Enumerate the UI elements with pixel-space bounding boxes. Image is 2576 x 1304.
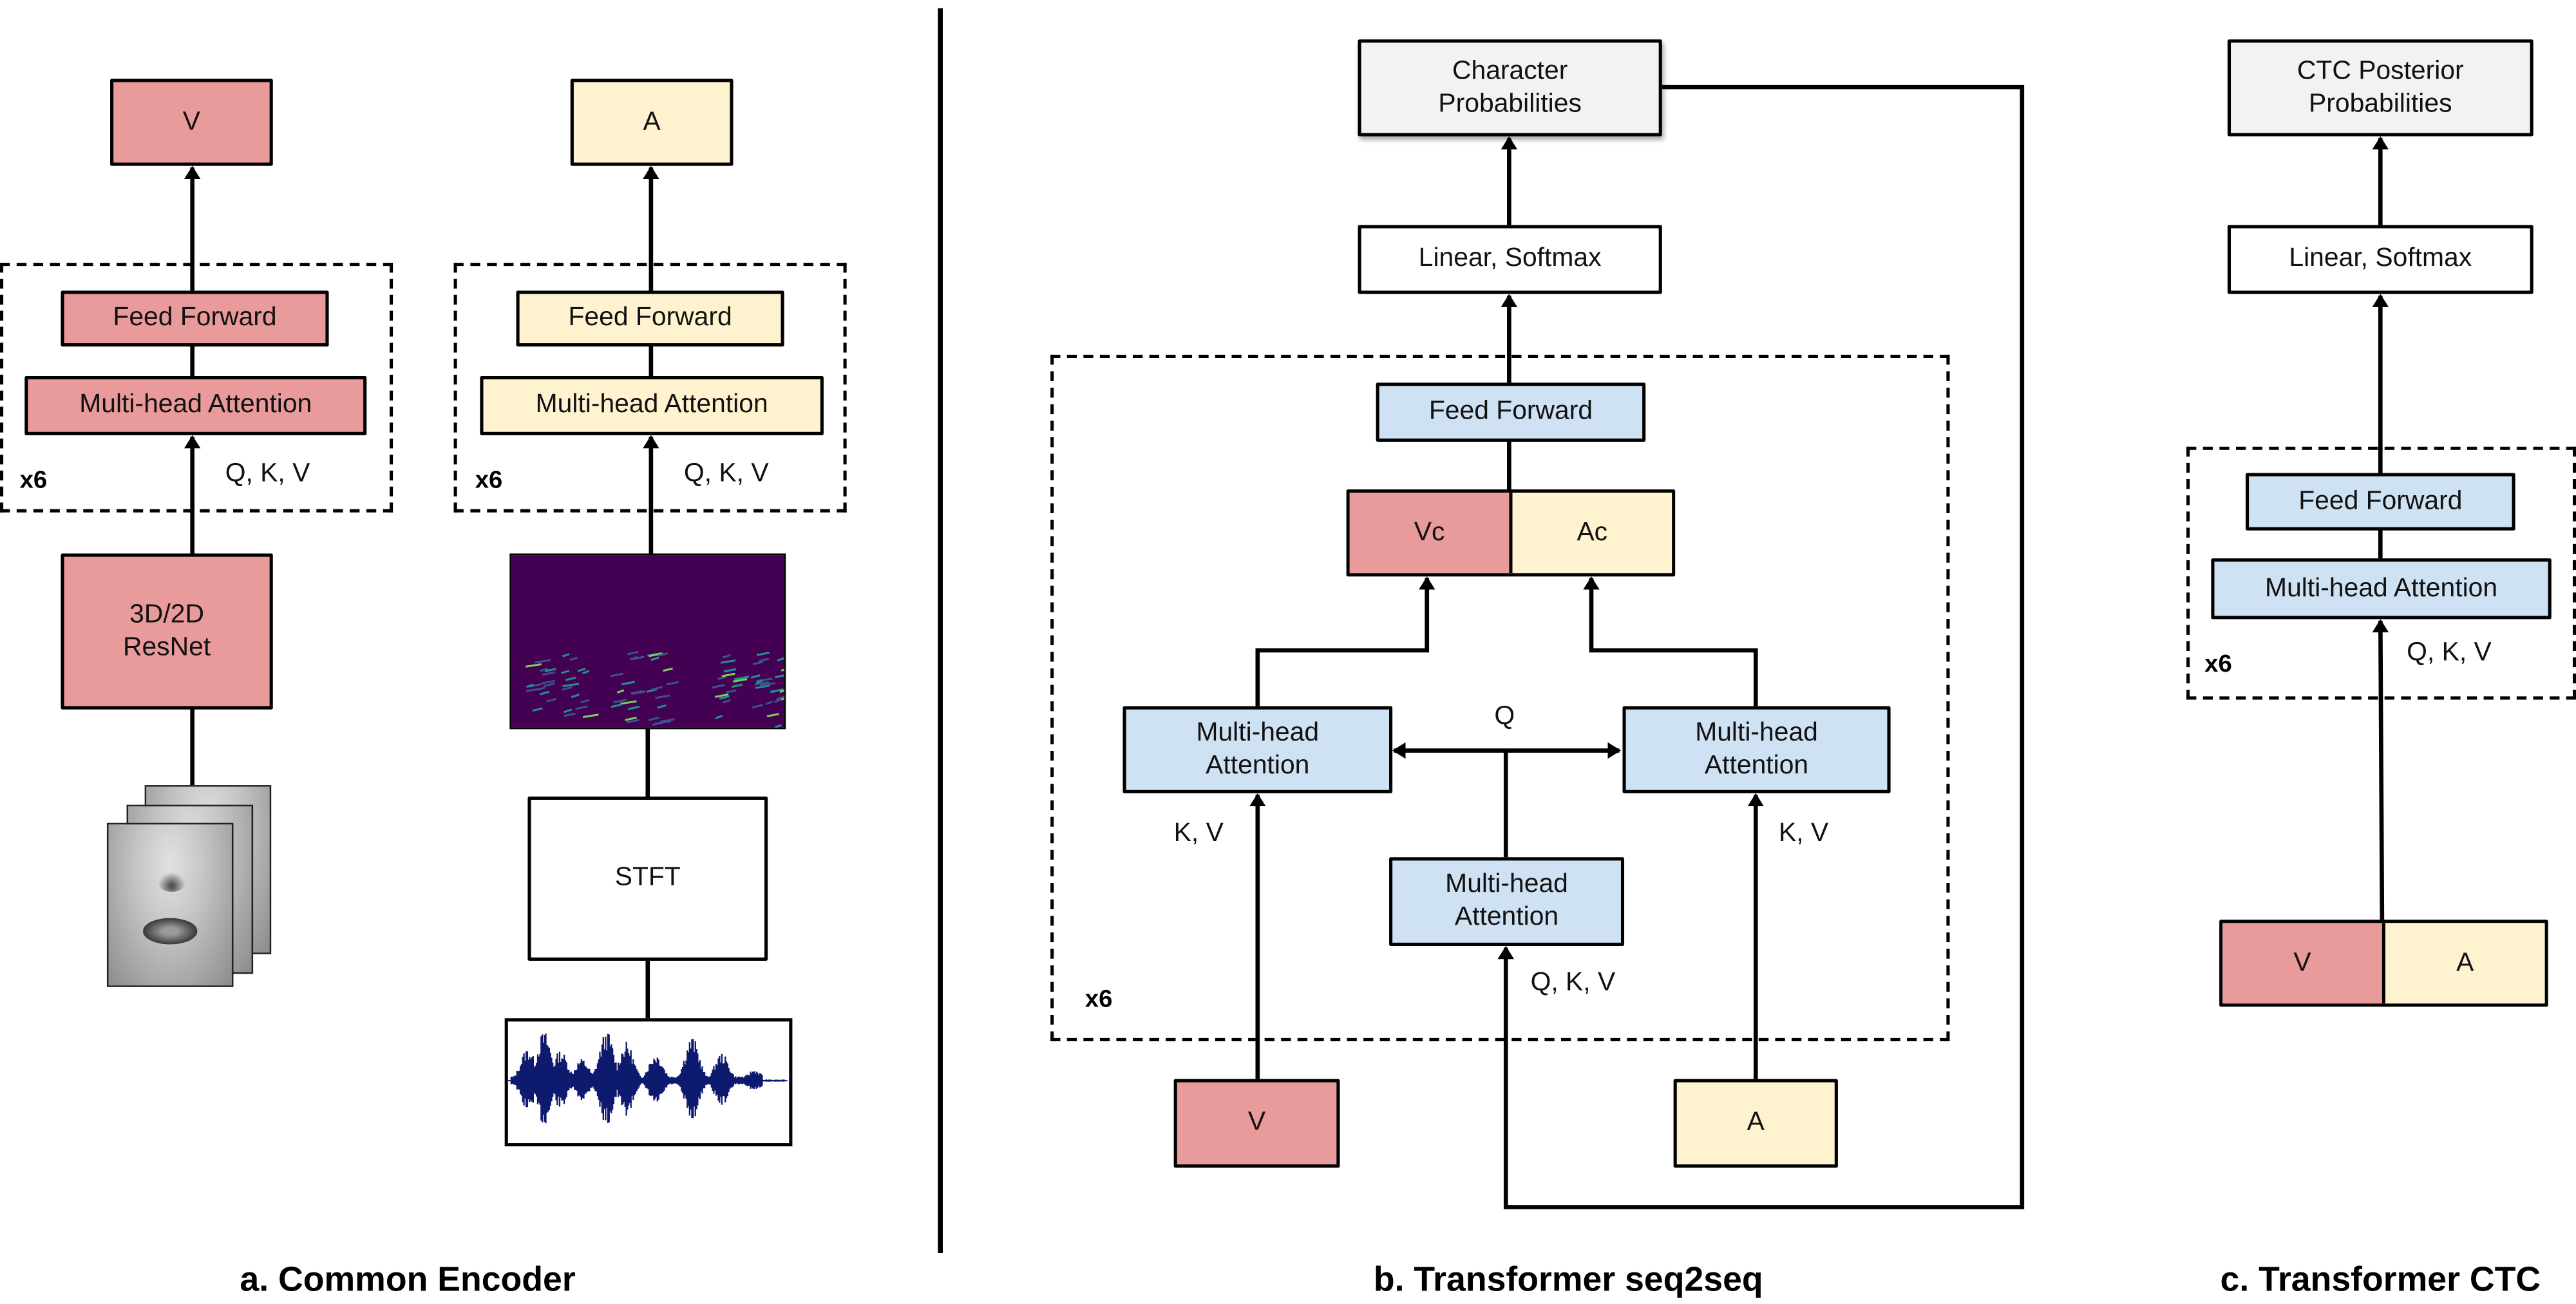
- audio-output-box: A: [570, 79, 734, 166]
- ctc-input-box: V A: [2219, 920, 2548, 1007]
- attention-left-label: Multi-head Attention: [1196, 718, 1320, 780]
- ctc-a-cell: A: [2382, 923, 2545, 1004]
- stft-label: STFT: [614, 864, 681, 892]
- seq2seq-feed-forward-box: Feed Forward: [1376, 383, 1646, 442]
- linear-softmax-box: Linear, Softmax: [1358, 225, 1662, 294]
- vc-cell: Vc: [1349, 493, 1510, 574]
- concat-box: Vc Ac: [1346, 489, 1676, 577]
- waveform-image: [504, 1018, 793, 1147]
- visual-output-label: V: [182, 108, 200, 136]
- attention-center-box: Multi-head Attention: [1389, 857, 1625, 947]
- ac-label: Ac: [1577, 518, 1608, 547]
- decoder-repeat-label: x6: [1084, 985, 1113, 1014]
- visual-qkv-label: Q, K, V: [225, 460, 310, 488]
- ctc-repeat-label: x6: [2204, 650, 2232, 679]
- ctc-attention-box: Multi-head Attention: [2211, 558, 2552, 619]
- visual-repeat-label: x6: [19, 466, 48, 495]
- visual-feed-forward-box: Feed Forward: [61, 290, 329, 347]
- ctc-encoder-block: [2186, 446, 2576, 700]
- ctc-linear-softmax-box: Linear, Softmax: [2227, 225, 2533, 294]
- ctc-v-label: V: [2293, 948, 2311, 977]
- ctc-linear-softmax-label: Linear, Softmax: [2289, 245, 2472, 273]
- audio-attention-box: Multi-head Attention: [480, 376, 824, 435]
- attention-left-box: Multi-head Attention: [1122, 706, 1393, 793]
- caption-transformer-ctc: c. Transformer CTC: [2220, 1261, 2541, 1299]
- audio-qkv-label: Q, K, V: [683, 460, 769, 488]
- ctc-posterior-box: CTC Posterior Probabilities: [2227, 39, 2533, 137]
- feedback-loop-arrow: [1497, 84, 2025, 1209]
- visual-encoder-block: [0, 263, 393, 513]
- arrow-mha-left-to-vc: [1255, 576, 1435, 706]
- audio-encoder-block: [453, 263, 847, 513]
- linear-softmax-label: Linear, Softmax: [1418, 245, 1602, 273]
- kv-left-label: K, V: [1173, 819, 1224, 848]
- q-label: Q: [1494, 703, 1515, 731]
- audio-feed-forward-box: Feed Forward: [516, 290, 784, 347]
- kv-right-label: K, V: [1779, 819, 1829, 848]
- seq2seq-input-v-box: V: [1173, 1079, 1340, 1168]
- attention-right-box: Multi-head Attention: [1622, 706, 1891, 793]
- decoder-block: [1050, 354, 1950, 1041]
- ctc-v-cell: V: [2222, 923, 2382, 1004]
- seq2seq-feed-forward-label: Feed Forward: [1428, 397, 1593, 426]
- ac-cell: Ac: [1509, 493, 1672, 574]
- visual-attention-label: Multi-head Attention: [79, 390, 312, 419]
- attention-center-label: Multi-head Attention: [1445, 870, 1568, 932]
- character-probabilities-label: Character Probabilities: [1438, 56, 1582, 118]
- audio-output-label: A: [643, 108, 661, 136]
- ctc-attention-label: Multi-head Attention: [2265, 574, 2498, 602]
- seq2seq-input-a-box: A: [1673, 1079, 1838, 1168]
- audio-feed-forward-label: Feed Forward: [568, 303, 732, 332]
- audio-attention-label: Multi-head Attention: [535, 390, 768, 419]
- stft-box: STFT: [527, 796, 768, 961]
- resnet-label: 3D/2D ResNet: [122, 600, 211, 661]
- ctc-a-label: A: [2456, 948, 2474, 977]
- arrow-va-to-mha-ctc: [2372, 619, 2389, 920]
- seq2seq-input-v-label: V: [1247, 1108, 1266, 1137]
- spectrogram-image: [509, 553, 786, 730]
- character-probabilities-box: Character Probabilities: [1358, 39, 1662, 137]
- caption-transformer-seq2seq: b. Transformer seq2seq: [1373, 1261, 1763, 1299]
- arrow-mha-right-to-ac: [1583, 576, 1758, 706]
- ctc-qkv-label: Q, K, V: [2407, 639, 2492, 667]
- ctc-feed-forward-box: Feed Forward: [2245, 473, 2515, 531]
- resnet-box: 3D/2D ResNet: [61, 553, 273, 710]
- attention-right-label: Multi-head Attention: [1695, 718, 1818, 780]
- visual-attention-box: Multi-head Attention: [24, 376, 367, 435]
- visual-feed-forward-label: Feed Forward: [113, 303, 277, 332]
- vc-label: Vc: [1414, 518, 1445, 547]
- seq2seq-input-a-label: A: [1747, 1108, 1765, 1137]
- ctc-posterior-label: CTC Posterior Probabilities: [2297, 56, 2464, 118]
- caption-common-encoder: a. Common Encoder: [240, 1261, 576, 1299]
- visual-output-box: V: [110, 79, 273, 166]
- audio-repeat-label: x6: [475, 466, 503, 495]
- ctc-feed-forward-label: Feed Forward: [2298, 487, 2463, 515]
- qkv-center-label: Q, K, V: [1530, 969, 1616, 997]
